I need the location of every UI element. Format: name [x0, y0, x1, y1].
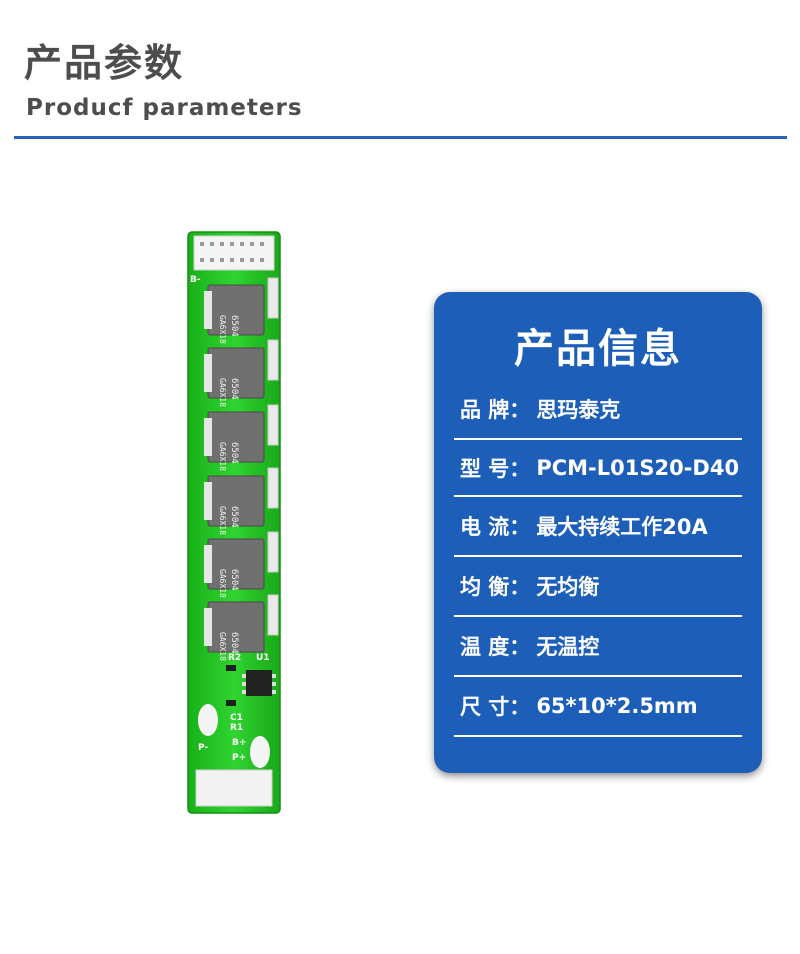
- title-divider: [14, 136, 787, 139]
- svg-text:GA6X18: GA6X18: [218, 569, 227, 598]
- info-value: 无均衡: [536, 575, 600, 599]
- svg-text:GA6X18: GA6X18: [218, 506, 227, 535]
- info-value: 思玛泰克: [536, 398, 621, 422]
- info-label: 均 衡：: [460, 575, 531, 599]
- svg-text:B+: B+: [232, 738, 246, 748]
- svg-text:GA6X18: GA6X18: [218, 315, 227, 344]
- svg-text:GA6X18: GA6X18: [218, 442, 227, 471]
- info-label: 温 度：: [460, 635, 531, 659]
- info-row-brand: 品 牌：思玛泰克: [454, 380, 742, 440]
- info-row-model: 型 号：PCM-L01S20-D40: [454, 440, 742, 497]
- info-rows: 品 牌：思玛泰克 型 号：PCM-L01S20-D40 电 流：最大持续工作20…: [454, 380, 742, 737]
- svg-text:GA6X18: GA6X18: [218, 632, 227, 661]
- info-label: 尺 寸：: [460, 695, 531, 719]
- svg-text:6504: 6504: [229, 378, 239, 400]
- info-label: 电 流：: [460, 515, 531, 539]
- svg-text:6504: 6504: [229, 315, 239, 337]
- svg-text:R2: R2: [228, 653, 241, 663]
- svg-text:U1: U1: [256, 653, 270, 663]
- info-value: 最大持续工作20A: [536, 515, 708, 539]
- info-value: 65*10*2.5mm: [536, 694, 698, 718]
- page-title-en: Producf parameters: [26, 95, 303, 121]
- svg-text:GA6X18: GA6X18: [218, 378, 227, 407]
- svg-text:6504: 6504: [229, 442, 239, 464]
- info-value: PCM-L01S20-D40: [536, 455, 740, 480]
- svg-text:C1: C1: [230, 713, 243, 723]
- svg-text:B-: B-: [190, 275, 201, 285]
- svg-text:6504: 6504: [229, 569, 239, 591]
- svg-text:6504: 6504: [229, 632, 239, 654]
- svg-text:P-: P-: [198, 743, 208, 753]
- product-info-card: 产品信息 品 牌：思玛泰克 型 号：PCM-L01S20-D40 电 流：最大持…: [434, 292, 762, 773]
- info-row-temperature: 温 度：无温控: [454, 617, 742, 677]
- svg-text:R1: R1: [230, 723, 243, 733]
- svg-text:6504: 6504: [229, 506, 239, 528]
- info-label: 型 号：: [460, 456, 531, 481]
- svg-text:P+: P+: [232, 753, 246, 763]
- info-row-balance: 均 衡：无均衡: [454, 557, 742, 617]
- info-row-size: 尺 寸：65*10*2.5mm: [454, 677, 742, 737]
- info-value: 无温控: [536, 635, 600, 659]
- page-title-cn: 产品参数: [24, 41, 185, 85]
- info-row-current: 电 流：最大持续工作20A: [454, 497, 742, 557]
- info-label: 品 牌：: [460, 398, 531, 422]
- info-card-title: 产品信息: [514, 326, 682, 372]
